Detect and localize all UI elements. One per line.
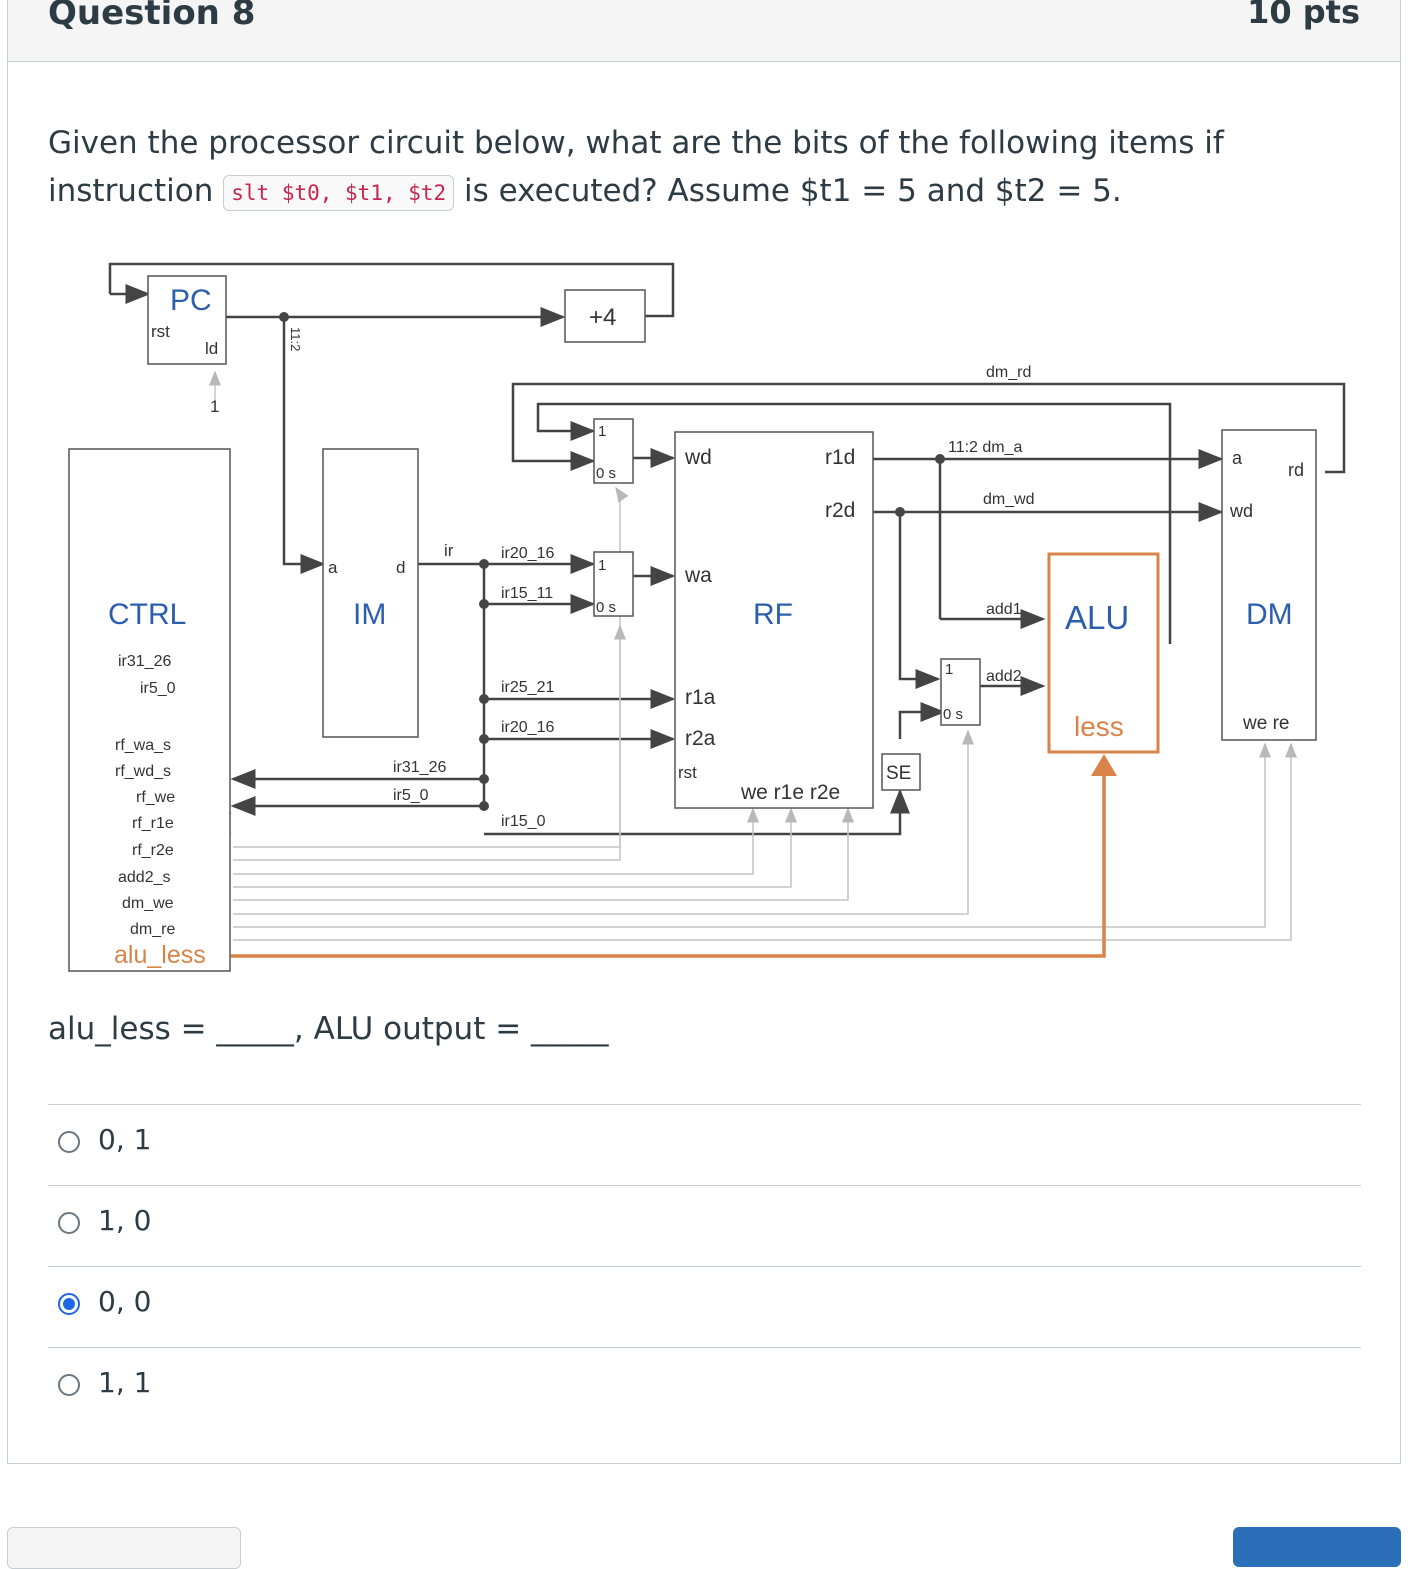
mux1-one: 1	[598, 423, 606, 440]
im-a-port: a	[328, 558, 338, 577]
ir-label: ir	[444, 541, 454, 560]
radio-button[interactable]	[58, 1131, 80, 1153]
ctrl-alu-less: alu_less	[114, 941, 206, 969]
answer-label: 1, 1	[98, 1366, 152, 1399]
answer-label: 0, 1	[98, 1123, 152, 1156]
previous-button[interactable]	[7, 1527, 241, 1569]
rf-rst-port: rst	[678, 763, 697, 782]
dm-wd-wire-label: dm_wd	[983, 491, 1035, 508]
alu-add1-label: add1	[986, 601, 1022, 618]
question-text-after: is executed? Assume $t1 = 5 and $t2 = 5.	[454, 173, 1122, 209]
answer-option[interactable]: 1, 1	[48, 1347, 1361, 1428]
answer-list: 0, 1 1, 0 0, 0 1, 1	[48, 1104, 1361, 1428]
answer-option[interactable]: 0, 1	[48, 1104, 1361, 1185]
im-label: IM	[353, 598, 386, 631]
const-one: 1	[210, 397, 219, 416]
alu-add2-label: add2	[986, 668, 1022, 685]
ir20-16-label: ir20_16	[501, 545, 554, 562]
pc-rst-label: rst	[151, 322, 170, 341]
ctrl-sig-8: dm_we	[122, 895, 174, 912]
dm-wd-port: wd	[1229, 501, 1253, 521]
ctrl-label: CTRL	[108, 598, 186, 631]
answer-label: 0, 0	[98, 1285, 152, 1318]
rf-wa-port: wa	[684, 564, 712, 587]
rf-r2d-port: r2d	[825, 499, 855, 522]
pc-ld-label: ld	[205, 339, 218, 358]
rf-r1a-port: r1a	[685, 686, 716, 709]
alu-less-port: less	[1074, 711, 1124, 742]
rf-label: RF	[753, 598, 793, 631]
mux3-one: 1	[945, 661, 953, 678]
alu-label: ALU	[1065, 599, 1129, 636]
radio-button[interactable]	[58, 1374, 80, 1396]
dm-label: DM	[1246, 598, 1293, 631]
radio-button[interactable]	[58, 1212, 80, 1234]
mux3-zero-s: 0 s	[943, 706, 963, 723]
rf-r2a-port: r2a	[685, 727, 716, 750]
processor-circuit-diagram: PC rst ld 1 +4 11:2 CTRL IM RF ALU DM a …	[68, 262, 1346, 972]
radio-button-selected[interactable]	[58, 1293, 80, 1315]
rf-wd-port: wd	[684, 446, 712, 469]
ir15-11-label: ir15_11	[501, 585, 553, 602]
dm-rd-port: rd	[1288, 460, 1304, 480]
ctrl-sig-7: add2_s	[118, 869, 171, 886]
dm-a-port: a	[1232, 448, 1243, 468]
next-button[interactable]	[1233, 1527, 1401, 1567]
ctrl-sig-0: ir31_26	[118, 653, 171, 670]
ir25-21-label: ir25_21	[501, 679, 554, 696]
rf-r1d-port: r1d	[825, 446, 855, 469]
dm-rd-wire-label: dm_rd	[986, 364, 1031, 381]
plus4-label: +4	[589, 304, 616, 331]
fill-in-blank-line: alu_less = _____, ALU output = _____	[48, 1011, 609, 1047]
ir15-0-label: ir15_0	[501, 813, 546, 830]
dm-we-re-ports: we re	[1242, 713, 1289, 734]
mux1-zero-s: 0 s	[596, 465, 616, 482]
question-card: Question 8 10 pts Given the processor ci…	[7, 0, 1401, 1464]
answer-option[interactable]: 1, 0	[48, 1185, 1361, 1266]
im-d-port: d	[396, 558, 405, 577]
ir5-0b-label: ir5_0	[393, 787, 429, 804]
pc-label: PC	[170, 284, 212, 317]
se-label: SE	[886, 763, 911, 784]
answer-option-selected[interactable]: 0, 0	[48, 1266, 1361, 1347]
ctrl-sig-6: rf_r2e	[132, 842, 174, 859]
answer-label: 1, 0	[98, 1204, 152, 1237]
bits-11-2-label: 11:2	[288, 327, 303, 351]
ir20-16b-label: ir20_16	[501, 719, 554, 736]
question-text: Given the processor circuit below, what …	[48, 119, 1298, 215]
ctrl-sig-3: rf_wd_s	[115, 763, 171, 780]
rf-we-r1e-r2e: we r1e r2e	[740, 781, 840, 804]
question-header: Question 8 10 pts	[8, 0, 1400, 62]
dm-a-wire-label: 11:2 dm_a	[948, 439, 1023, 456]
ctrl-sig-4: rf_we	[136, 789, 175, 806]
question-points: 10 pts	[1247, 0, 1360, 31]
instruction-code: slt $t0, $t1, $t2	[223, 174, 455, 211]
mux2-zero-s: 0 s	[596, 599, 616, 616]
question-title: Question 8	[48, 0, 256, 33]
ctrl-sig-9: dm_re	[130, 921, 175, 938]
mux2-one: 1	[598, 557, 606, 574]
question-text-before: Given the processor circuit below, what …	[48, 125, 1224, 209]
ctrl-sig-5: rf_r1e	[132, 815, 174, 832]
ctrl-sig-1: ir5_0	[140, 680, 176, 697]
ctrl-sig-2: rf_wa_s	[115, 737, 171, 754]
ir31-26b-label: ir31_26	[393, 759, 446, 776]
